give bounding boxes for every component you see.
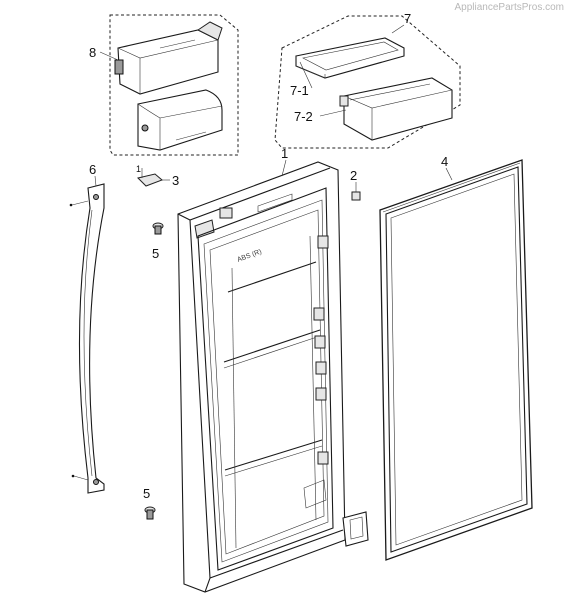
leader-7-2 xyxy=(319,109,347,117)
callout-2: 2 xyxy=(350,168,357,183)
leader-7-1 xyxy=(299,61,313,89)
callout-8: 8 xyxy=(89,45,96,60)
dairy-bin xyxy=(114,21,223,95)
callout-7: 7 xyxy=(404,11,411,26)
leader-6 xyxy=(94,175,97,187)
callout-5-upper: 5 xyxy=(152,246,159,261)
stopper-part[interactable] xyxy=(351,182,361,201)
callout-6: 6 xyxy=(89,162,96,177)
leader-4 xyxy=(445,167,453,181)
handle-screw-bottom xyxy=(73,475,89,481)
door-gasket[interactable] xyxy=(379,159,533,561)
dairy-lid xyxy=(137,89,223,151)
callout-5-lower: 5 xyxy=(143,486,150,501)
dairy-case-group[interactable] xyxy=(99,14,239,156)
guard-group[interactable] xyxy=(274,15,461,149)
leader-8 xyxy=(99,51,119,61)
callout-7-1: 7-1 xyxy=(290,83,309,98)
callout-3: 3 xyxy=(172,173,179,188)
svg-text:1: 1 xyxy=(136,164,141,174)
dairy-case-dashed-box xyxy=(109,14,239,156)
leader-1 xyxy=(281,159,287,177)
callout-1: 1 xyxy=(281,146,288,161)
cap-part[interactable]: 1 xyxy=(136,164,170,187)
guard-upper xyxy=(295,37,405,79)
screw-upper[interactable] xyxy=(152,222,164,235)
callout-7-2: 7-2 xyxy=(294,109,313,124)
site-watermark: AppliancePartsPros.com xyxy=(454,2,565,13)
leader-7 xyxy=(391,24,405,34)
door-handle[interactable] xyxy=(69,175,105,494)
guard-dashed-box xyxy=(274,15,461,149)
guard-lower xyxy=(339,77,453,141)
door-assembly[interactable]: ABS (R) xyxy=(177,159,369,593)
handle-screw-top xyxy=(71,200,89,206)
screw-lower[interactable] xyxy=(144,506,156,520)
callout-4: 4 xyxy=(441,154,448,169)
